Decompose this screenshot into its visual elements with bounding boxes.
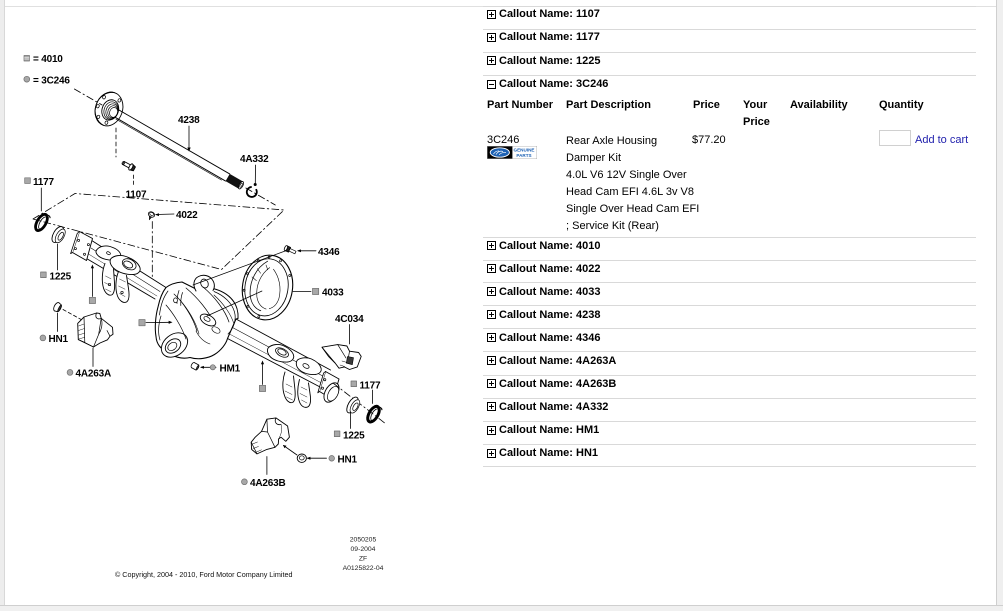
svg-text:4033: 4033: [322, 288, 344, 299]
svg-text:4022: 4022: [176, 210, 198, 221]
svg-text:1225: 1225: [343, 431, 365, 442]
svg-text:HM1: HM1: [220, 363, 241, 374]
svg-text:HN1: HN1: [338, 455, 358, 466]
svg-text:© Copyright, 2004 - 2010, Ford: © Copyright, 2004 - 2010, Ford Motor Com…: [115, 570, 292, 579]
svg-text:1177: 1177: [360, 381, 382, 392]
svg-text:ZF: ZF: [359, 556, 367, 563]
svg-text:4238: 4238: [178, 115, 200, 126]
svg-text:1177: 1177: [33, 177, 55, 188]
svg-text:= 3C246: = 3C246: [33, 76, 70, 87]
svg-text:PARTS: PARTS: [516, 153, 531, 158]
svg-text:2050205: 2050205: [350, 537, 377, 544]
svg-text:4A263A: 4A263A: [76, 369, 112, 380]
svg-text:1107: 1107: [126, 190, 148, 201]
svg-text:4C034: 4C034: [335, 314, 364, 325]
svg-text:4A263B: 4A263B: [250, 478, 286, 489]
svg-text:= 4010: = 4010: [33, 54, 63, 65]
svg-text:A0125822-04: A0125822-04: [343, 565, 384, 572]
svg-text:HN1: HN1: [49, 334, 69, 345]
svg-text:1225: 1225: [50, 272, 72, 283]
svg-text:09-2004: 09-2004: [351, 546, 376, 553]
svg-text:4346: 4346: [318, 247, 340, 258]
svg-text:GENUINE: GENUINE: [514, 148, 535, 153]
svg-text:4A332: 4A332: [240, 154, 269, 165]
